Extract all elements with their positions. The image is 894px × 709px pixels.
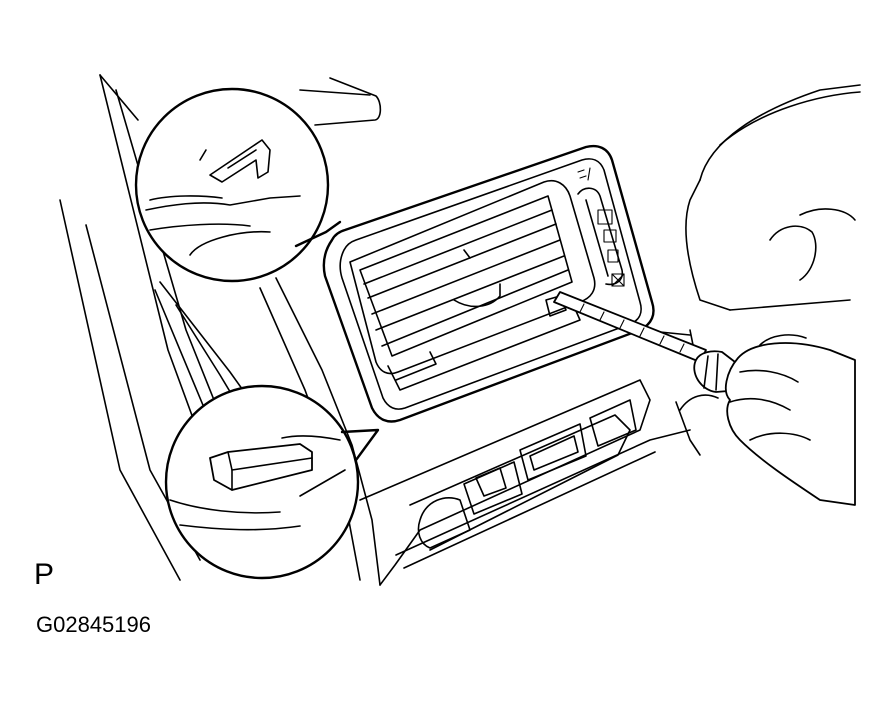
detail-circle-bottom — [164, 384, 380, 580]
switch-panel — [359, 379, 691, 586]
detail-circle-top — [134, 87, 342, 283]
view-letter: P — [34, 558, 55, 591]
hand — [675, 334, 856, 506]
right-trim — [639, 84, 861, 381]
vent-bezel — [322, 144, 655, 423]
figure-id: G02845196 — [36, 612, 151, 637]
